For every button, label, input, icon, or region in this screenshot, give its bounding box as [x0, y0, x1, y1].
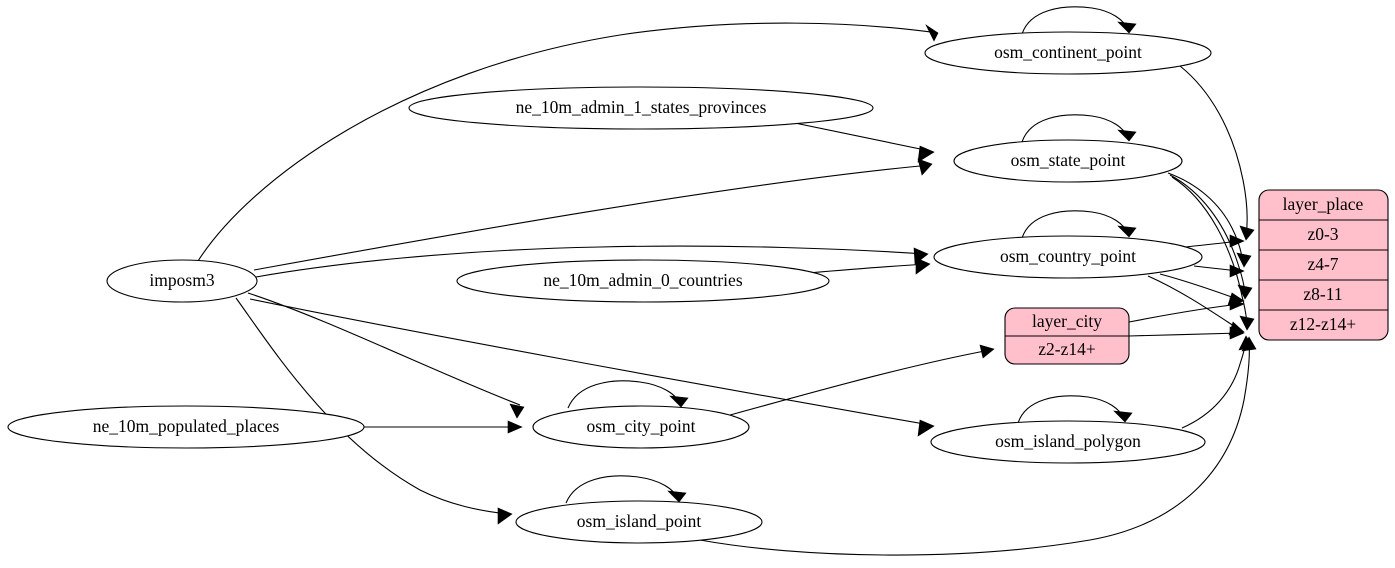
edge-osm_state_point-to-layer_place-z4-7: [1167, 172, 1252, 268]
edge-osm_state_point-to-layer_place-z12-z14: [1171, 176, 1255, 331]
edge-osm_country_point-to-layer_place-z4-7: [1193, 264, 1245, 278]
edge-imposm3-to-osm_city_point: [247, 292, 525, 419]
self-loop-osm_island_polygon: [1017, 395, 1133, 424]
node-osm_country_point[interactable]: osm_country_point: [933, 235, 1203, 279]
node-osm_state_point[interactable]: osm_state_point: [953, 139, 1183, 183]
record-node-layer_place[interactable]: layer_place z0-3 z4-7 z8-11 z12-z14+: [1258, 189, 1389, 341]
node-osm_island_polygon[interactable]: osm_island_polygon: [930, 420, 1206, 464]
node-label-ne_10m_admin_1_states_provinces: ne_10m_admin_1_states_provinces: [516, 97, 767, 117]
edge-osm_continent_point-to-layer_place-z0-3: [1179, 65, 1255, 241]
node-osm_continent_point[interactable]: osm_continent_point: [924, 31, 1212, 75]
node-label-imposm3: imposm3: [149, 270, 214, 290]
edge-imposm3-to-osm_continent_point: [197, 22, 939, 262]
node-imposm3[interactable]: imposm3: [106, 259, 258, 303]
record-node-layer_city[interactable]: layer_city z2-z14+: [1004, 307, 1130, 365]
record-row-layer_place-z8-11[interactable]: z8-11: [1303, 284, 1342, 304]
record-row-layer_city-z2-z14[interactable]: z2-z14+: [1038, 339, 1096, 359]
edge-osm_island_point-to-layer_place-z12-z14: [699, 336, 1257, 556]
node-ne_10m_admin_0_countries[interactable]: ne_10m_admin_0_countries: [456, 259, 830, 303]
self-loop-osm_country_point: [1021, 210, 1137, 239]
record-row-layer_place-title: layer_place: [1283, 194, 1364, 214]
node-label-osm_country_point: osm_country_point: [1000, 246, 1136, 266]
node-label-osm_island_point: osm_island_point: [577, 511, 702, 531]
edge-countries-to-osm_country_point: [807, 257, 931, 275]
node-label-osm_state_point: osm_state_point: [1011, 150, 1126, 170]
edge-layer_city-to-layer_place-z8-11: [1128, 297, 1245, 323]
edge-states_provinces-to-osm_state_point: [789, 121, 935, 163]
node-label-osm_island_polygon: osm_island_polygon: [995, 431, 1141, 451]
record-row-layer_place-z4-7[interactable]: z4-7: [1307, 254, 1338, 274]
edge-imposm3-to-osm_state_point: [253, 158, 933, 271]
record-row-layer_city-title: layer_city: [1032, 311, 1102, 331]
node-label-osm_continent_point: osm_continent_point: [994, 42, 1142, 62]
node-label-ne_10m_populated_places: ne_10m_populated_places: [93, 416, 280, 436]
edge-layer: [197, 6, 1257, 556]
node-label-ne_10m_admin_0_countries: ne_10m_admin_0_countries: [543, 270, 742, 290]
record-row-layer_place-z0-3[interactable]: z0-3: [1307, 224, 1338, 244]
node-osm_island_point[interactable]: osm_island_point: [515, 500, 763, 544]
edge-osm_city_point-to-layer_city: [729, 344, 995, 416]
node-ne_10m_admin_1_states_provinces[interactable]: ne_10m_admin_1_states_provinces: [408, 86, 874, 130]
node-label-osm_city_point: osm_city_point: [587, 416, 696, 436]
self-loop-osm_state_point: [1021, 114, 1137, 143]
record-row-layer_place-z12-z14[interactable]: z12-z14+: [1290, 314, 1356, 334]
node-layer: imposm3 ne_10m_admin_1_states_provinces …: [7, 31, 1389, 544]
node-ne_10m_populated_places[interactable]: ne_10m_populated_places: [7, 405, 365, 449]
edge-layer_city-to-layer_place-z12-z14: [1128, 326, 1245, 340]
self-loop-osm_continent_point: [1021, 6, 1137, 35]
edge-imposm3-to-osm_island_polygon: [249, 298, 935, 437]
self-loop-osm_city_point: [567, 380, 689, 409]
edge-populated_places-to-osm_city_point: [364, 420, 523, 434]
edge-osm_country_point-to-layer_place-z0-3: [1184, 234, 1245, 248]
node-osm_city_point[interactable]: osm_city_point: [532, 405, 750, 449]
edge-imposm3-to-osm_island_point: [235, 297, 513, 525]
self-loop-osm_island_point: [565, 475, 687, 504]
